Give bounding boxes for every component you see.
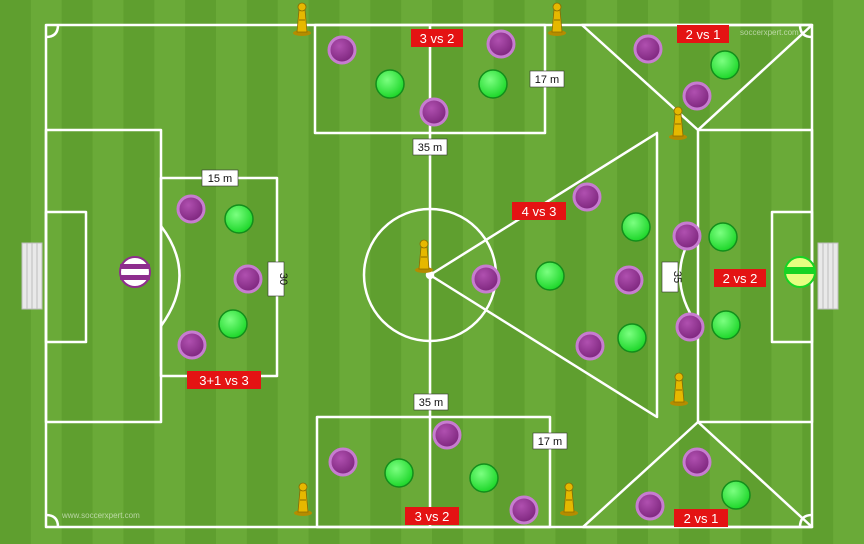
svg-text:35 m: 35 m [418, 142, 442, 154]
svg-text:3+1 vs 3: 3+1 vs 3 [199, 373, 249, 388]
dimension-label-left-width: 15 m [201, 169, 239, 187]
player-purple [675, 312, 705, 342]
grass-stripe [92, 0, 124, 544]
player-green [711, 310, 741, 340]
dimension-label-left-length: 30 [267, 261, 289, 297]
label-center-triangle: 4 vs 3 [512, 202, 566, 220]
player-purple [509, 495, 539, 525]
label-bottom-grid: 3 vs 2 [405, 507, 459, 525]
corner-arc-bl [45, 513, 60, 528]
player-green [218, 309, 248, 339]
label-left-box: 3+1 vs 3 [187, 371, 261, 389]
player-purple [635, 491, 665, 521]
right-goal [817, 242, 839, 310]
svg-text:17 m: 17 m [538, 436, 562, 448]
player-purple [176, 194, 206, 224]
player-green [375, 69, 405, 99]
svg-text:15 m: 15 m [208, 173, 232, 185]
svg-text:35 m: 35 m [419, 397, 443, 409]
player-purple [471, 264, 501, 294]
svg-text:2 vs 1: 2 vs 1 [684, 511, 719, 526]
player-purple [177, 330, 207, 360]
cone-marker [293, 2, 311, 36]
player-green [721, 480, 751, 510]
player-green [710, 50, 740, 80]
label-bottom-right-triangle: 2 vs 1 [674, 509, 728, 527]
cone-marker [560, 482, 578, 516]
right-goalkeeper [784, 256, 816, 288]
player-purple [572, 182, 602, 212]
player-purple [575, 331, 605, 361]
left-goal-area [44, 210, 88, 344]
bottom-grid-area [315, 415, 552, 529]
player-purple [614, 265, 644, 295]
player-green [617, 323, 647, 353]
svg-text:2 vs 1: 2 vs 1 [686, 27, 721, 42]
grass-stripe [154, 0, 186, 544]
label-top-right-triangle: 2 vs 1 [677, 25, 729, 43]
svg-text:30: 30 [277, 273, 289, 285]
left-goalkeeper [119, 256, 151, 288]
dimension-label-bottom-width: 17 m [532, 432, 568, 450]
player-purple [682, 447, 712, 477]
svg-text:17 m: 17 m [535, 74, 559, 86]
player-green [224, 204, 254, 234]
svg-text:4 vs 3: 4 vs 3 [522, 204, 557, 219]
player-purple [419, 97, 449, 127]
grass-stripe [61, 0, 94, 544]
watermark-bottom: www.soccerxpert.com [61, 511, 140, 520]
svg-text:35: 35 [671, 271, 683, 283]
grass-stripe [432, 0, 464, 544]
player-purple [486, 29, 516, 59]
player-green [469, 463, 499, 493]
left-goal [21, 242, 43, 310]
player-green [384, 458, 414, 488]
player-purple [328, 447, 358, 477]
svg-text:3 vs 2: 3 vs 2 [420, 31, 455, 46]
dimension-label-center-length: 35 [661, 261, 683, 293]
cone-marker [669, 106, 687, 140]
player-purple [327, 35, 357, 65]
player-green [708, 222, 738, 252]
cone-marker [548, 2, 566, 36]
player-purple [633, 34, 663, 64]
player-green [535, 261, 565, 291]
player-green [621, 212, 651, 242]
label-right-box: 2 vs 2 [714, 269, 766, 287]
dimension-label-top-width: 17 m [529, 70, 565, 88]
cone-marker [415, 239, 433, 273]
player-purple [672, 221, 702, 251]
training-cones [293, 2, 688, 516]
cone-marker [670, 372, 688, 406]
left-penalty-arc [159, 225, 181, 327]
player-green [478, 69, 508, 99]
player-purple [682, 81, 712, 111]
grass-stripe [586, 0, 618, 544]
player-purple [233, 264, 263, 294]
corner-arc-tl [45, 24, 60, 39]
svg-text:2 vs 2: 2 vs 2 [723, 271, 758, 286]
player-purple [432, 420, 462, 450]
watermark-top: soccerxpert.com [740, 28, 799, 37]
svg-text:3 vs 2: 3 vs 2 [415, 509, 450, 524]
players [176, 29, 751, 525]
label-top-grid: 3 vs 2 [411, 29, 463, 47]
cone-marker [294, 482, 312, 516]
dimension-label-bottom-length: 35 m [413, 393, 449, 411]
grass-stripe [185, 0, 217, 544]
dimension-label-top-length: 35 m [412, 138, 448, 156]
